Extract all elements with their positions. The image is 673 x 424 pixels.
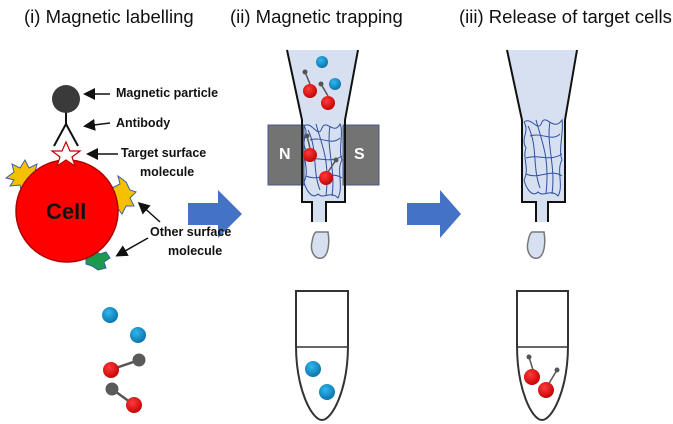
magnetic-particle — [132, 353, 146, 367]
blue-cell — [316, 56, 328, 68]
process-arrow-2 — [407, 190, 461, 238]
droplet — [310, 231, 330, 259]
cell-label: Cell — [46, 199, 87, 224]
pointer-arrow-antibody — [83, 118, 111, 131]
red-target-cell — [538, 382, 554, 398]
antibody-arm-left — [53, 123, 67, 147]
pointer-arrow-other-yellow — [137, 201, 161, 223]
pointer-arrow-other-green — [115, 237, 149, 257]
label-target-line2: molecule — [140, 165, 195, 179]
droplet — [526, 231, 546, 259]
label-other-line1: Other surface — [150, 225, 232, 239]
blue-cell — [102, 307, 118, 323]
step3-title: (iii) Release of target cells — [459, 6, 672, 27]
column-mesh — [523, 118, 563, 197]
antibody-arm-right — [65, 123, 79, 147]
collection-tube-flowthrough — [295, 290, 349, 422]
red-target-cell — [103, 362, 119, 378]
target-surface-molecule — [50, 140, 82, 168]
blue-cell — [130, 327, 146, 343]
labelled-cell-illustration — [4, 85, 137, 271]
step1-title: (i) Magnetic labelling — [24, 6, 194, 27]
red-target-cell — [126, 397, 142, 413]
label-target-line1: Target surface — [121, 146, 207, 160]
magnet-south — [342, 124, 380, 186]
step2-title: (ii) Magnetic trapping — [230, 6, 403, 27]
magnetic-particle — [52, 85, 80, 113]
red-target-cell — [303, 84, 317, 98]
red-target-cell — [321, 96, 335, 110]
collection-tube-target — [516, 290, 569, 422]
trapped-target-cell — [303, 148, 317, 162]
trapped-target-cell — [319, 171, 333, 185]
label-magnetic-particle: Magnetic particle — [116, 86, 219, 100]
process-arrow-1 — [188, 190, 242, 238]
red-target-cell — [524, 369, 540, 385]
magnet-north — [267, 124, 305, 186]
label-antibody: Antibody — [116, 116, 171, 130]
blue-cell — [305, 361, 321, 377]
magnet-south-label: S — [354, 146, 365, 163]
magnetic-particle — [105, 382, 119, 396]
magnet-north-label: N — [279, 146, 291, 163]
blue-cell — [319, 384, 335, 400]
cell-mixture — [102, 307, 146, 413]
label-other-line2: molecule — [168, 244, 223, 258]
blue-cell — [329, 78, 341, 90]
magnetic-column-trapping — [267, 49, 380, 259]
magnetic-column-release — [506, 49, 578, 259]
